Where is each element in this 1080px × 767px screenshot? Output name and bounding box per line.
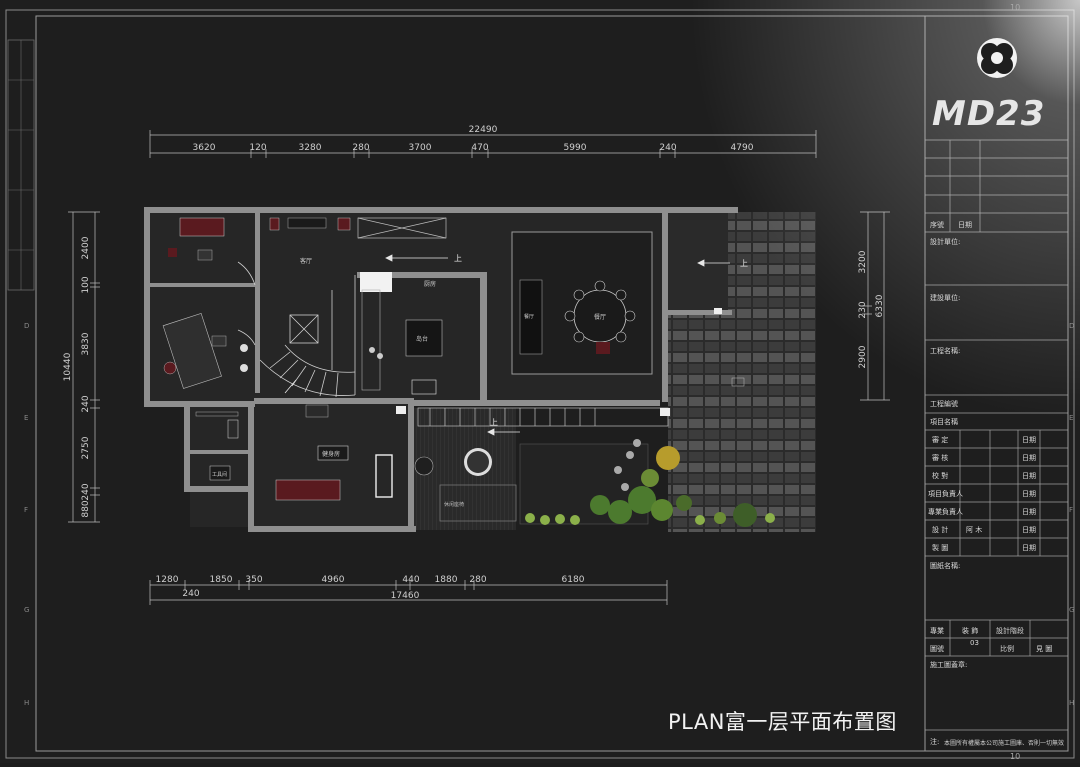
- light-glow: [690, 0, 1080, 420]
- svg-text:G: G: [24, 606, 29, 614]
- room-label-island: 岛台: [416, 335, 428, 343]
- tb-specialty-value: 裝 飾: [962, 627, 979, 635]
- living-furniture: [162, 217, 248, 389]
- dining-furniture: 客厅: [269, 217, 351, 265]
- gym: 健身房: [275, 404, 406, 501]
- tb-drawing-no-value: 03: [970, 639, 979, 647]
- room-label-dining: 餐厅: [594, 313, 606, 321]
- tb-draw: 製 圖: [932, 544, 949, 552]
- tb-build-unit: 建設單位:: [930, 294, 961, 302]
- tb-design-stage: 設計階段: [996, 627, 1024, 635]
- dim-bottom-extra: 240: [182, 589, 199, 599]
- svg-text:D: D: [24, 322, 29, 330]
- dim-top-7: 5990: [564, 143, 587, 153]
- room-label-gym: 健身房: [322, 450, 340, 458]
- brand-name: MD23: [932, 94, 1046, 134]
- tb-designer: 阿 木: [966, 526, 983, 534]
- border-number-top: 10: [1010, 3, 1021, 12]
- tb-note-text: 本圖所有權屬本公司施工圖庫、否則一切無效: [944, 740, 1065, 747]
- tb-approve: 審 定: [932, 436, 949, 444]
- tb-date-5: 日期: [1022, 508, 1036, 516]
- dim-left-7: 880: [81, 500, 91, 517]
- up-label-3: 上: [490, 418, 498, 427]
- wall-top: [144, 207, 738, 213]
- dim-top-5: 3700: [409, 143, 432, 153]
- brand-logo-icon: [977, 38, 1017, 78]
- dim-bottom-4: 4960: [322, 575, 345, 585]
- svg-text:F: F: [24, 506, 28, 514]
- dim-bottom-total: 17460: [391, 591, 420, 601]
- tb-specialty: 專業: [930, 627, 944, 635]
- tb-seq: 序號: [930, 221, 944, 229]
- tb-date-4: 日期: [1022, 490, 1036, 498]
- tb-date-6: 日期: [1022, 526, 1036, 534]
- dim-bottom-6: 1880: [435, 575, 458, 585]
- staircase: [237, 261, 356, 398]
- dim-left-6: 240: [81, 483, 91, 500]
- room-label-bench: 休闲座椅: [444, 501, 464, 508]
- dim-top-6: 470: [471, 143, 488, 153]
- tb-item-name: 項目名稱: [930, 418, 958, 426]
- dim-bottom-1: 1280: [156, 575, 179, 585]
- dim-left-total: 10440: [63, 352, 73, 381]
- dim-left-1: 2400: [81, 236, 91, 259]
- dining-room: 餐厅 餐厅: [511, 231, 745, 387]
- kitchen: 岛台 厨房: [360, 272, 443, 395]
- tb-date: 日期: [958, 221, 972, 229]
- dim-top-3: 3280: [299, 143, 322, 153]
- dim-bottom-5: 440: [402, 575, 419, 585]
- border-number-bottom: 10: [1010, 752, 1021, 761]
- svg-text:H: H: [24, 699, 29, 707]
- tb-construction-seal: 施工圖蓋章:: [930, 661, 968, 669]
- room-label-kitchen: 厨房: [424, 280, 436, 288]
- tb-design-unit: 設計單位:: [930, 238, 961, 246]
- dim-bottom-3: 350: [245, 575, 262, 585]
- room-label-storage: 工具间: [212, 471, 227, 478]
- tb-date-1: 日期: [1022, 436, 1036, 444]
- tb-date-3: 日期: [1022, 472, 1036, 480]
- dim-left-5: 2750: [81, 436, 91, 459]
- tb-drawing-name: 圖紙名稱:: [930, 562, 961, 570]
- tb-project-lead: 項目負責人: [928, 490, 963, 498]
- dim-left-4: 240: [81, 395, 91, 412]
- svg-text:H: H: [1069, 699, 1074, 707]
- svg-text:E: E: [24, 414, 28, 422]
- storage-room: 工具间: [195, 411, 239, 481]
- svg-text:G: G: [1069, 606, 1074, 614]
- dim-top-1: 3620: [193, 143, 216, 153]
- dim-top-2: 120: [249, 143, 266, 153]
- dim-top-8: 240: [659, 143, 676, 153]
- tb-scale: 比例: [1000, 645, 1014, 653]
- tb-specialty-lead: 專業負責人: [928, 508, 963, 516]
- tb-date-2: 日期: [1022, 454, 1036, 462]
- dim-bottom-7: 280: [469, 575, 486, 585]
- room-label-bar: 餐厅: [524, 313, 534, 320]
- up-label-1: 上: [454, 254, 462, 263]
- tb-review: 審 核: [932, 454, 949, 462]
- dim-top-4: 280: [352, 143, 369, 153]
- tb-project-no: 工程編號: [930, 400, 958, 408]
- dim-bottom-2: 1850: [210, 575, 233, 585]
- tb-drawing-no: 圖號: [930, 645, 944, 653]
- dim-left-2: 100: [81, 276, 91, 293]
- svg-text:F: F: [1069, 506, 1073, 514]
- drawing-title: PLAN富一层平面布置图: [668, 710, 897, 734]
- garden: 休闲座椅: [414, 408, 775, 527]
- tb-date-7: 日期: [1022, 544, 1036, 552]
- room-label-living: 客厅: [300, 257, 312, 265]
- tb-design: 設 計: [932, 526, 949, 534]
- tb-scale-value: 見 圖: [1036, 645, 1053, 653]
- tb-project-name: 工程名稱:: [930, 347, 961, 355]
- dim-top-total: 22490: [469, 125, 498, 135]
- dim-bottom-8: 6180: [562, 575, 585, 585]
- tb-note-label: 注:: [930, 738, 940, 746]
- tb-check: 校 對: [932, 472, 949, 480]
- dim-left-3: 3830: [81, 332, 91, 355]
